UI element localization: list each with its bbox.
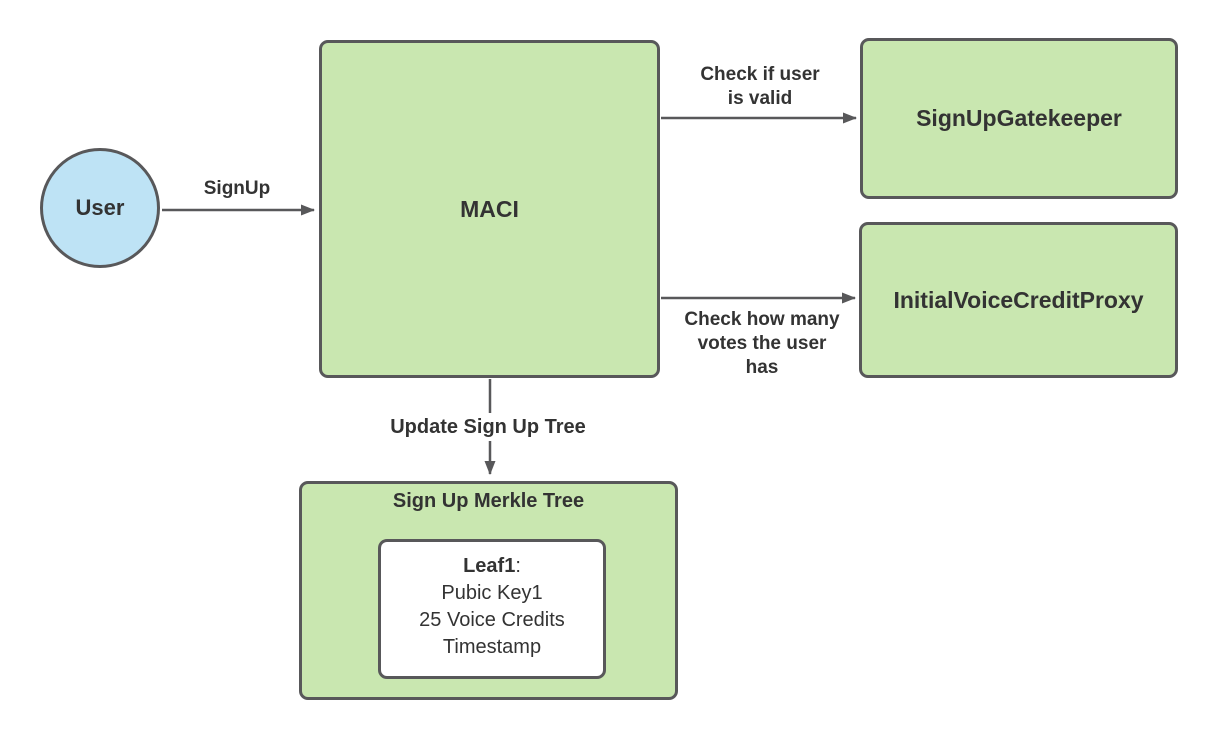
edge-label-check-votes: Check how many votes the user has xyxy=(684,309,840,378)
node-initial-voice-credit-proxy-label: InitialVoiceCreditProxy xyxy=(893,286,1144,313)
node-signup-gatekeeper-label: SignUpGatekeeper xyxy=(916,105,1122,131)
edge-label-signup: SignUp xyxy=(203,178,271,199)
node-maci-label: MACI xyxy=(460,195,519,222)
leaf1-line-timestamp: Timestamp xyxy=(442,636,542,658)
leaf1-line-public-key: Pubic Key1 xyxy=(441,582,543,604)
merkle-tree-title: Sign Up Merkle Tree xyxy=(392,490,585,512)
leaf1-title: Leaf1: xyxy=(381,553,603,580)
node-user-label: User xyxy=(75,195,125,220)
leaf1-title-bold: Leaf1 xyxy=(463,555,516,577)
edge-label-check-valid: Check if user is valid xyxy=(700,64,820,109)
node-leaf1: Leaf1: Pubic Key1 25 Voice Credits Times… xyxy=(378,539,606,679)
node-signup-gatekeeper: SignUpGatekeeper xyxy=(860,38,1178,199)
node-initial-voice-credit-proxy: InitialVoiceCreditProxy xyxy=(859,222,1178,378)
leaf1-line-voice-credits: 25 Voice Credits xyxy=(419,609,565,631)
leaf1-title-suffix: : xyxy=(515,555,521,577)
node-user: User xyxy=(40,148,160,268)
edge-label-update-tree: Update Sign Up Tree xyxy=(384,413,592,441)
node-signup-merkle-tree: Sign Up Merkle Tree Leaf1: Pubic Key1 25… xyxy=(299,481,678,700)
node-maci: MACI xyxy=(319,40,660,378)
